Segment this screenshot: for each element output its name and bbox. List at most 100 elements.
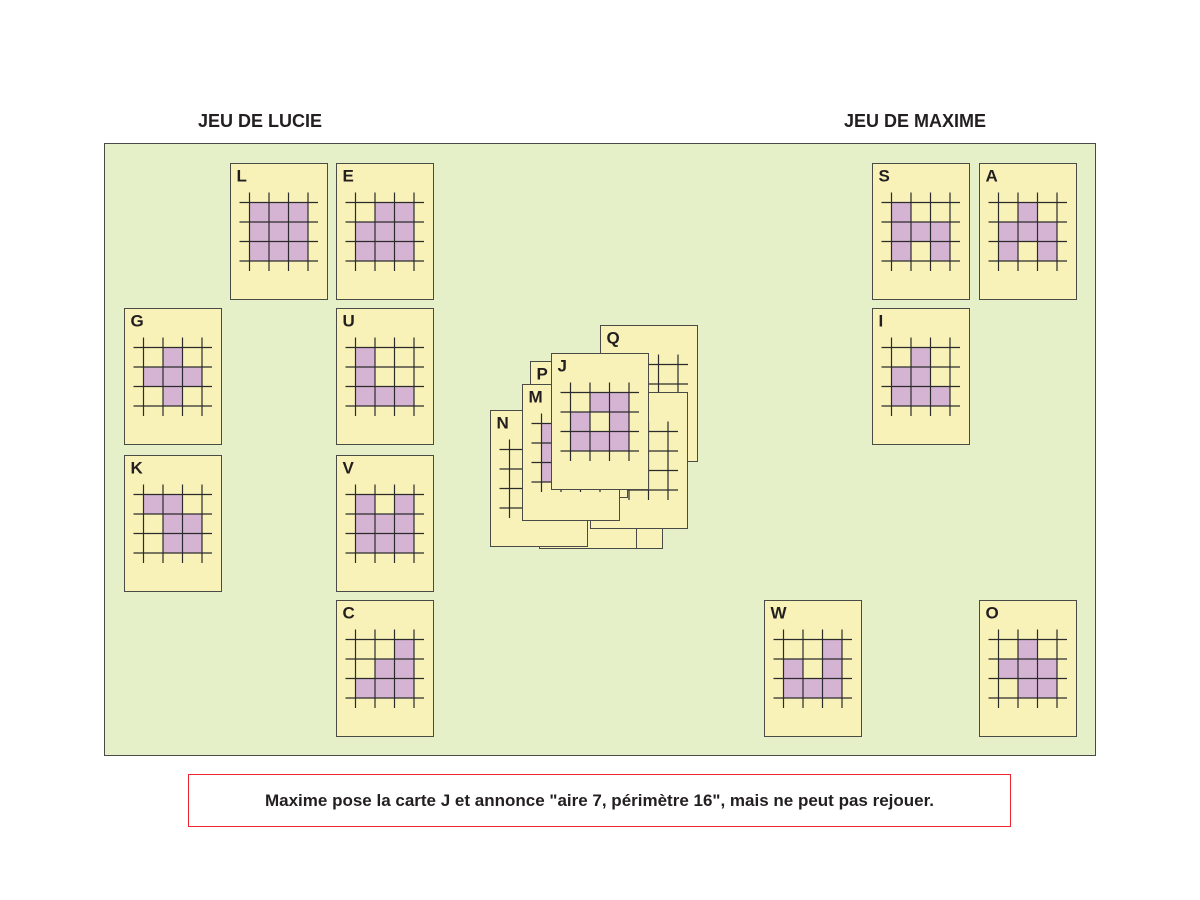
card-letter: M xyxy=(529,388,543,407)
shape-cell xyxy=(911,347,931,367)
shape-cell xyxy=(375,202,395,222)
shape-cell xyxy=(269,202,289,222)
card-letter: U xyxy=(343,312,355,331)
card-lucie-c[interactable]: C xyxy=(336,600,434,737)
card-letter: I xyxy=(879,312,884,331)
shape-cell xyxy=(182,533,202,553)
shape-cell xyxy=(998,659,1018,679)
shape-cell xyxy=(394,222,414,242)
card-maxime-i[interactable]: I xyxy=(872,308,970,445)
player-title-maxime: JEU DE MAXIME xyxy=(844,111,987,131)
shape-cell xyxy=(783,678,803,698)
shape-cell xyxy=(394,514,414,534)
shape-cell xyxy=(930,386,950,406)
shape-cell xyxy=(394,678,414,698)
shape-cell xyxy=(355,367,375,387)
shape-cell xyxy=(394,659,414,679)
shape-cell xyxy=(182,514,202,534)
shape-cell xyxy=(163,514,183,534)
shape-cell xyxy=(1037,659,1057,679)
shape-cell xyxy=(288,202,308,222)
card-letter: C xyxy=(343,604,355,623)
shape-cell xyxy=(394,639,414,659)
shape-cell xyxy=(375,514,395,534)
shape-cell xyxy=(609,392,629,412)
shape-cell xyxy=(355,222,375,242)
card-maxime-w[interactable]: W xyxy=(764,600,862,737)
shape-cell xyxy=(822,678,842,698)
shape-cell xyxy=(1037,678,1057,698)
card-lucie-u[interactable]: U xyxy=(336,308,434,445)
shape-cell xyxy=(269,222,289,242)
shape-cell xyxy=(911,367,931,387)
shape-cell xyxy=(355,678,375,698)
shape-cell xyxy=(570,431,590,451)
shape-cell xyxy=(609,412,629,432)
card-lucie-k[interactable]: K xyxy=(124,455,222,592)
shape-cell xyxy=(375,678,395,698)
shape-cell xyxy=(590,431,610,451)
shape-cell xyxy=(269,241,289,261)
shape-cell xyxy=(394,386,414,406)
shape-cell xyxy=(822,659,842,679)
shape-cell xyxy=(891,367,911,387)
card-lucie-v[interactable]: V xyxy=(336,455,434,592)
card-maxime-s[interactable]: S xyxy=(872,163,970,300)
card-lucie-l[interactable]: L xyxy=(230,163,328,300)
card-letter: W xyxy=(771,604,788,623)
shape-cell xyxy=(163,533,183,553)
card-pile-j: J xyxy=(551,353,649,490)
shape-cell xyxy=(822,639,842,659)
shape-cell xyxy=(355,386,375,406)
card-letter: Q xyxy=(607,329,620,348)
shape-cell xyxy=(288,222,308,242)
card-letter: K xyxy=(131,459,144,478)
shape-cell xyxy=(394,202,414,222)
shape-cell xyxy=(783,659,803,679)
card-letter: E xyxy=(343,167,354,186)
game-message: Maxime pose la carte J et annonce "aire … xyxy=(188,774,1011,827)
card-maxime-a[interactable]: A xyxy=(979,163,1077,300)
shape-cell xyxy=(394,533,414,553)
shape-cell xyxy=(163,367,183,387)
card-lucie-g[interactable]: G xyxy=(124,308,222,445)
card-face xyxy=(336,308,434,445)
shape-cell xyxy=(1018,678,1038,698)
shape-cell xyxy=(803,678,823,698)
shape-cell xyxy=(1018,222,1038,242)
shape-cell xyxy=(590,392,610,412)
shape-cell xyxy=(163,347,183,367)
shape-cell xyxy=(375,222,395,242)
card-letter: J xyxy=(558,357,567,376)
card-letter: P xyxy=(537,365,548,384)
shape-cell xyxy=(375,386,395,406)
card-letter: S xyxy=(879,167,890,186)
shape-cell xyxy=(609,431,629,451)
shape-cell xyxy=(143,494,163,514)
shape-cell xyxy=(375,659,395,679)
shape-cell xyxy=(394,494,414,514)
card-lucie-e[interactable]: E xyxy=(336,163,434,300)
player-title-lucie: JEU DE LUCIE xyxy=(198,111,323,131)
shape-cell xyxy=(355,241,375,261)
card-face xyxy=(551,353,649,490)
shape-cell xyxy=(998,222,1018,242)
shape-cell xyxy=(1018,639,1038,659)
shape-cell xyxy=(998,241,1018,261)
card-face xyxy=(336,600,434,737)
card-maxime-o[interactable]: O xyxy=(979,600,1077,737)
card-letter: N xyxy=(497,414,509,433)
card-letter: V xyxy=(343,459,355,478)
card-letter: A xyxy=(986,167,998,186)
shape-cell xyxy=(930,241,950,261)
shape-cell xyxy=(249,202,269,222)
shape-cell xyxy=(1037,241,1057,261)
shape-cell xyxy=(570,412,590,432)
shape-cell xyxy=(288,241,308,261)
shape-cell xyxy=(911,222,931,242)
shape-cell xyxy=(355,494,375,514)
shape-cell xyxy=(911,386,931,406)
shape-cell xyxy=(891,222,911,242)
